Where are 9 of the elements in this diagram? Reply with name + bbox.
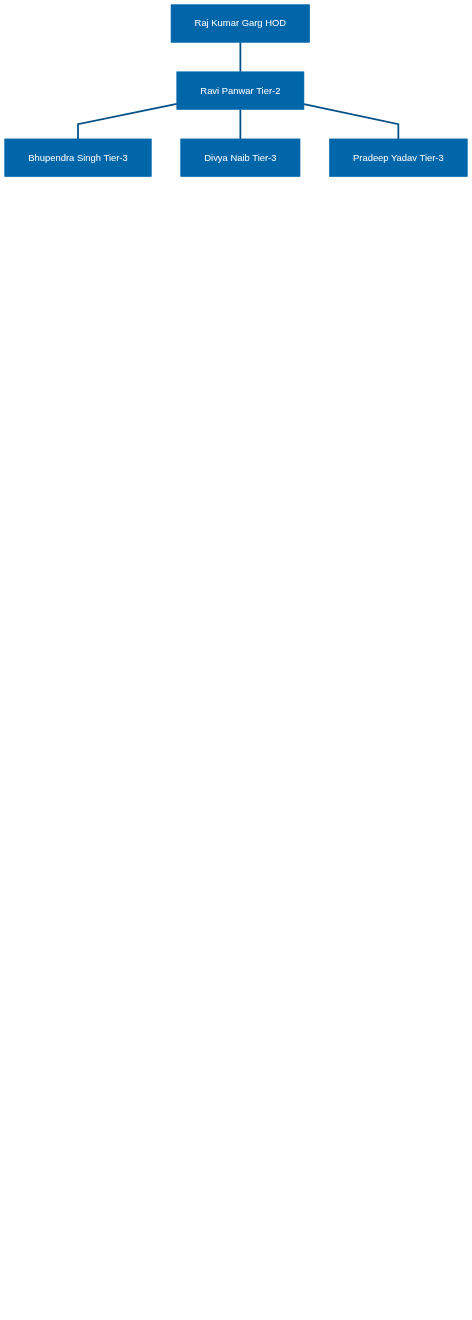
connector: [239, 41, 242, 73]
connector: [239, 108, 242, 140]
connector: [77, 102, 178, 140]
node-box: Divya Naib Tier-3: [180, 138, 301, 177]
node-box: Pradeep Yadav Tier-3: [329, 138, 468, 177]
node-box: Ravi Panwar Tier-2: [176, 71, 305, 110]
connector: [303, 103, 400, 140]
node-box: Raj Kumar Garg HOD: [170, 4, 310, 43]
node-box: Bhupendra Singh Tier-3: [4, 138, 152, 177]
